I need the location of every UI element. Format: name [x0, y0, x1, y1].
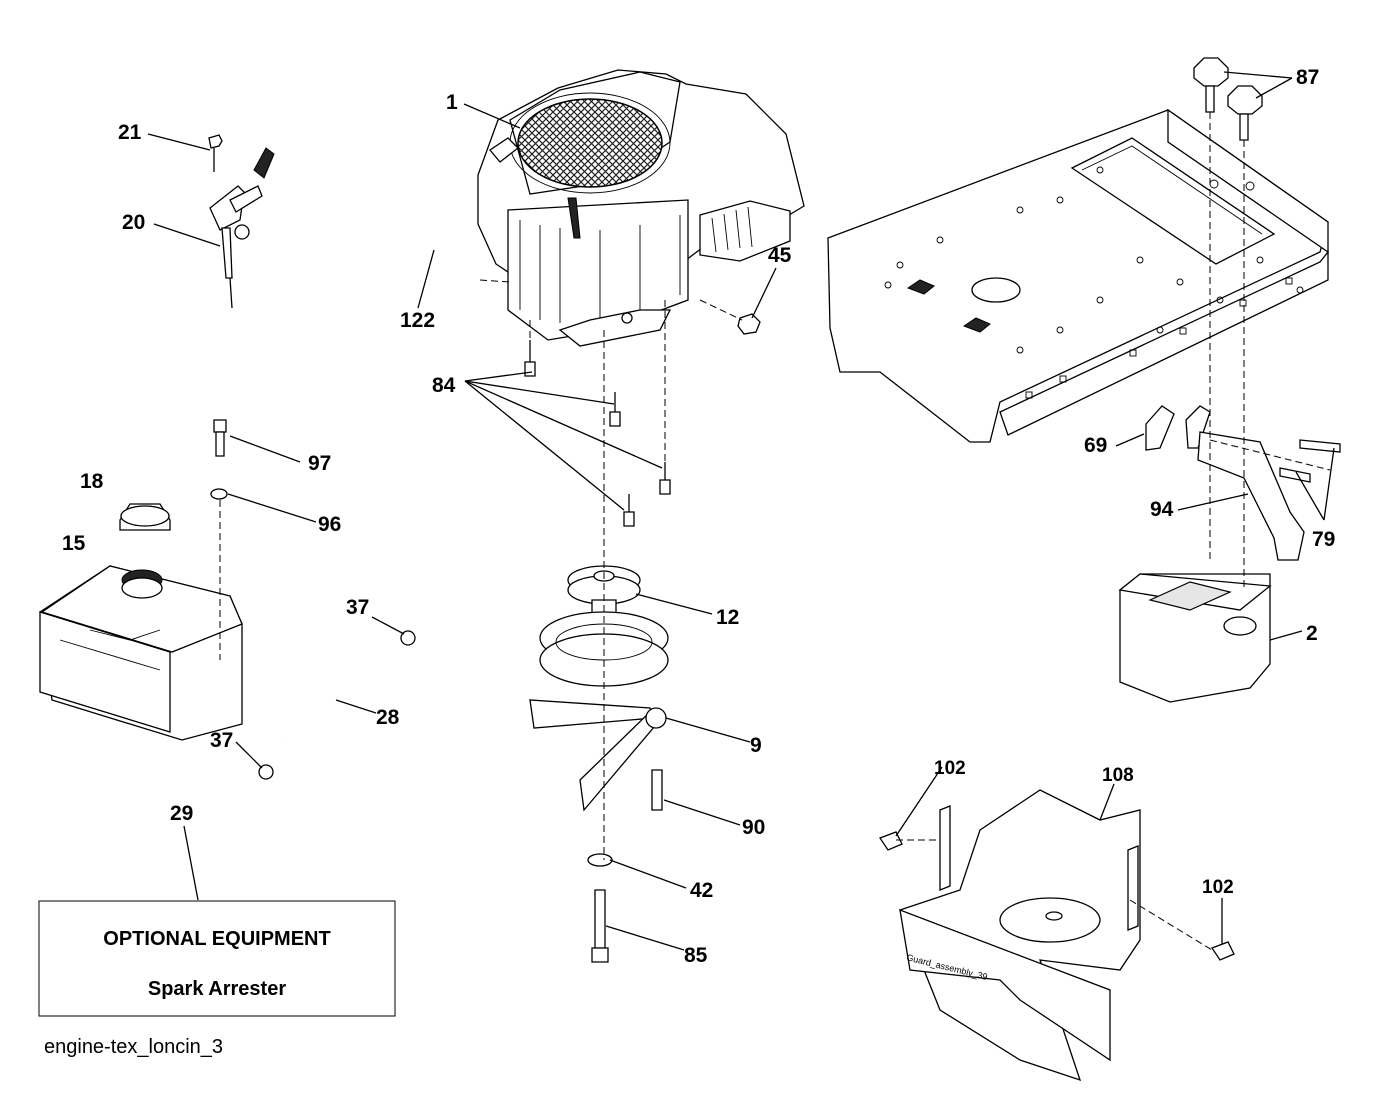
engine: [477, 69, 805, 347]
callout-79: 79: [1312, 528, 1335, 551]
callout-12: 12: [716, 606, 739, 629]
alignment-lines: [479, 112, 1331, 951]
idler-bracket: [529, 699, 667, 963]
callout-labels: 1 21 20 122 45 84 87 69 94 79 97 18 96 1…: [62, 66, 1335, 967]
callout-97: 97: [308, 452, 331, 475]
callout-37-top: 37: [346, 596, 369, 619]
callout-15: 15: [62, 532, 86, 555]
callout-102-right: 102: [1202, 877, 1234, 898]
optional-equipment-box: OPTIONAL EQUIPMENT Spark Arrester: [38, 900, 396, 1017]
callout-84: 84: [432, 374, 456, 397]
callout-108: 108: [1102, 765, 1134, 786]
callout-69: 69: [1084, 434, 1107, 457]
callout-37-bottom: 37: [210, 729, 233, 752]
knob-bolts: [1193, 57, 1263, 141]
callout-102-left: 102: [934, 758, 966, 779]
muffler-assembly: [1118, 405, 1341, 703]
optional-equipment-title: OPTIONAL EQUIPMENT: [103, 928, 330, 950]
callout-122: 122: [400, 309, 435, 332]
callout-28: 28: [376, 706, 400, 729]
callout-29: 29: [170, 802, 193, 825]
callout-87: 87: [1296, 66, 1319, 89]
callout-42: 42: [690, 879, 713, 902]
callout-2: 2: [1306, 622, 1318, 645]
engine-bolts: [524, 313, 761, 527]
callout-85: 85: [684, 944, 708, 967]
callout-96: 96: [318, 513, 341, 536]
callout-45: 45: [768, 244, 792, 267]
optional-equipment-subtitle: Spark Arrester: [148, 978, 286, 1000]
callout-90: 90: [742, 816, 765, 839]
guard-assembly: [879, 789, 1235, 1082]
screw-washer: [210, 419, 228, 660]
callout-18: 18: [80, 470, 104, 493]
throttle-control: [208, 134, 275, 309]
fuel-tank: [39, 503, 243, 741]
callout-20: 20: [122, 211, 145, 234]
fuel-line: [258, 630, 416, 780]
callout-1: 1: [446, 91, 458, 114]
frame: [827, 108, 1329, 443]
diagram-caption: engine-tex_loncin_3: [44, 1036, 223, 1058]
callout-9: 9: [750, 734, 762, 757]
leader-lines: [147, 71, 1335, 951]
callout-94: 94: [1150, 498, 1174, 521]
callout-21: 21: [118, 121, 142, 144]
